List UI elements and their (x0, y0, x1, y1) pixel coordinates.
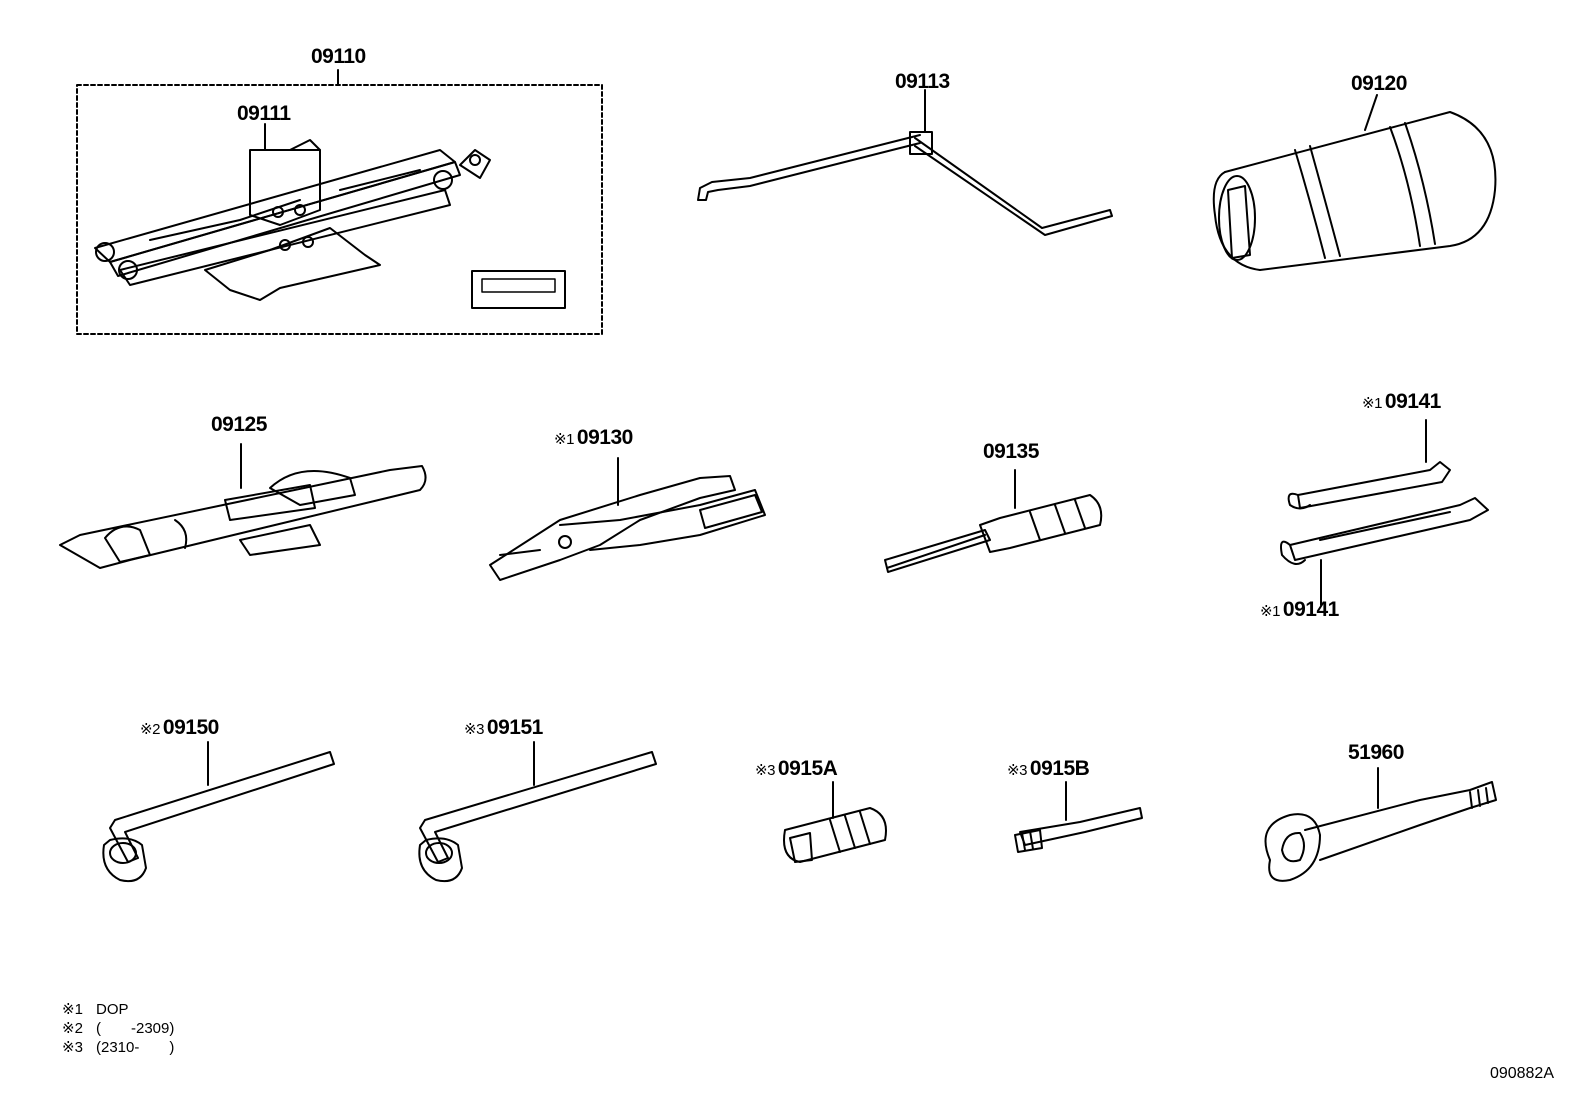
part-label-09111[interactable]: 09111 (237, 102, 291, 125)
extension-bar-icon (1015, 782, 1142, 852)
tool-strap-icon (60, 444, 426, 568)
wrench-pair-icon (1281, 420, 1488, 605)
towing-eye-icon (1266, 768, 1497, 881)
footnote-mark: ※3 (62, 1039, 83, 1056)
footnote-3: ※3(2310- ) (62, 1039, 175, 1056)
figure-id: 090882A (1489, 1065, 1554, 1082)
part-label-09110[interactable]: 09110 (311, 45, 366, 68)
part-label-09135[interactable]: 09135 (983, 440, 1039, 463)
footnote-mark: ※1 (554, 431, 574, 448)
footnote-mark: ※3 (755, 762, 775, 779)
footnote-2: ※2( -2309) (62, 1020, 175, 1037)
jack-handle-rod-icon (698, 90, 1112, 235)
footnote-mark: ※1 (1260, 603, 1280, 620)
jack-kit-group (77, 70, 602, 334)
footnote-mark: ※3 (464, 721, 484, 738)
footnote-mark: ※1 (1362, 395, 1382, 412)
footnote-mark: ※3 (1007, 762, 1027, 779)
part-label-09113[interactable]: 09113 (895, 70, 950, 93)
footnote-mark: ※2 (140, 721, 160, 738)
lug-wrench-icon-b (419, 742, 656, 881)
part-label-09125[interactable]: 09125 (211, 413, 267, 436)
footnote-mark: ※2 (62, 1020, 83, 1037)
screwdriver-icon (885, 470, 1101, 572)
jack-label-plate (472, 271, 565, 308)
jack-kit-box (77, 85, 602, 334)
part-label-09120[interactable]: 09120 (1351, 72, 1407, 95)
footnote-mark: ※1 (62, 1001, 83, 1018)
pliers-icon (490, 458, 765, 580)
tool-bag-icon (1214, 95, 1496, 270)
part-label-51960[interactable]: 51960 (1348, 741, 1404, 764)
socket-adapter-icon (784, 782, 886, 862)
lug-wrench-icon-a (103, 742, 334, 881)
scissor-jack-icon (95, 140, 490, 300)
